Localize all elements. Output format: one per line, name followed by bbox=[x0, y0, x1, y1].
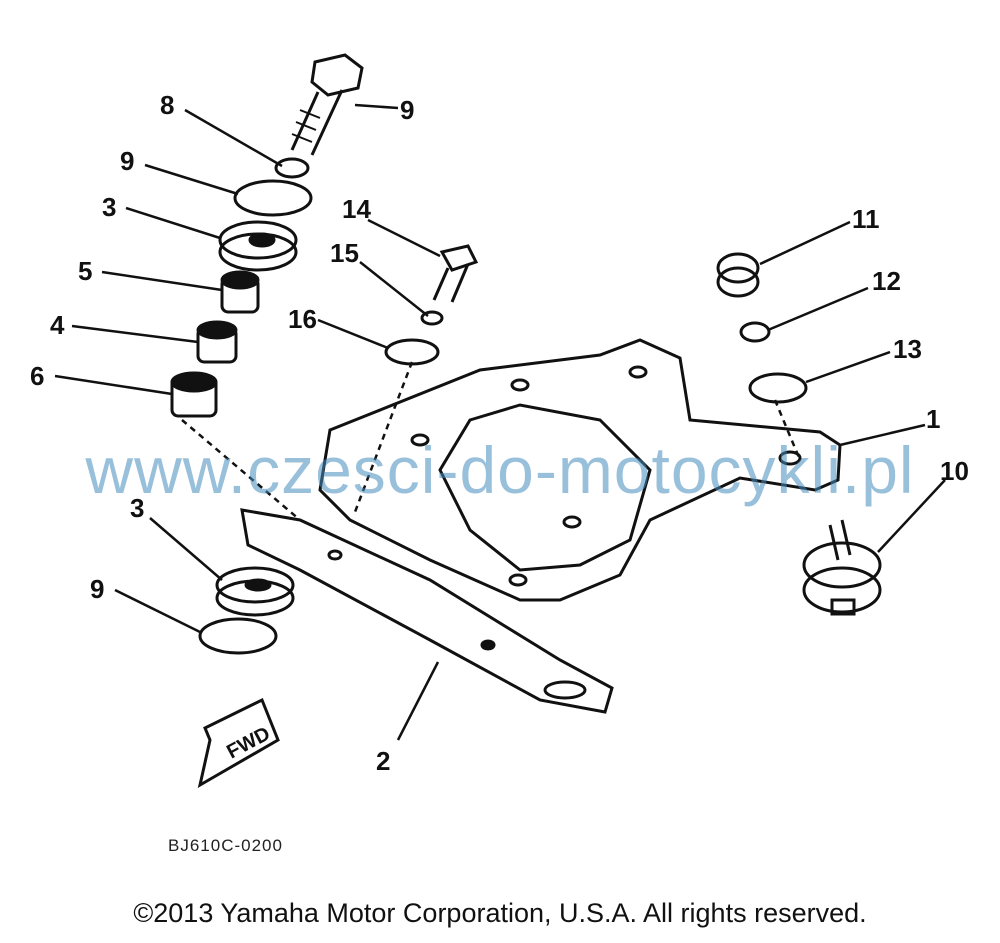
callout-5: 5 bbox=[78, 256, 93, 286]
part-washer-13 bbox=[748, 372, 808, 404]
callout-3-bottom: 3 bbox=[130, 493, 145, 523]
part-bracket-1 bbox=[318, 338, 842, 602]
part-bush-6 bbox=[170, 371, 218, 418]
callout-16: 16 bbox=[288, 304, 317, 334]
part-bolt-14 bbox=[432, 244, 479, 303]
part-collar-3-bottom bbox=[215, 566, 295, 617]
callout-13: 13 bbox=[893, 334, 922, 364]
part-bush-5 bbox=[220, 270, 260, 314]
fwd-arrow-icon bbox=[197, 697, 280, 789]
part-collar-3-top bbox=[218, 220, 298, 272]
callout-1: 1 bbox=[926, 404, 941, 434]
callout-9-top: 9 bbox=[120, 146, 135, 176]
leader-lines bbox=[54, 103, 946, 741]
drawing-code: BJ610C-0200 bbox=[168, 836, 283, 855]
part-bracket-2 bbox=[240, 508, 614, 714]
callout-2: 2 bbox=[376, 746, 391, 776]
part-damper-10 bbox=[802, 519, 882, 616]
callout-6: 6 bbox=[30, 361, 45, 391]
callout-15: 15 bbox=[330, 238, 359, 268]
watermark: www.czesci-do-motocykli.pl bbox=[85, 433, 915, 507]
callout-11: 11 bbox=[852, 204, 880, 234]
part-washer-15 bbox=[420, 310, 444, 326]
part-nut-11 bbox=[716, 252, 760, 298]
callout-7: 9 bbox=[400, 95, 415, 125]
part-washer-12 bbox=[739, 321, 771, 343]
part-bush-4 bbox=[196, 320, 238, 364]
callout-10: 10 bbox=[940, 456, 969, 486]
callout-12: 12 bbox=[872, 266, 901, 296]
callout-14: 14 bbox=[342, 194, 371, 224]
part-washer-16 bbox=[384, 338, 440, 366]
part-washer-9-top bbox=[233, 179, 313, 217]
callout-4: 4 bbox=[50, 310, 65, 340]
copyright-notice: ©2013 Yamaha Motor Corporation, U.S.A. A… bbox=[133, 898, 867, 928]
part-washer-8 bbox=[274, 157, 310, 179]
part-washer-9-bottom bbox=[198, 617, 278, 655]
callout-9-bottom: 9 bbox=[90, 574, 105, 604]
callout-3-top: 3 bbox=[102, 192, 117, 222]
callout-8: 8 bbox=[160, 90, 175, 120]
part-bolt-7 bbox=[290, 53, 364, 156]
